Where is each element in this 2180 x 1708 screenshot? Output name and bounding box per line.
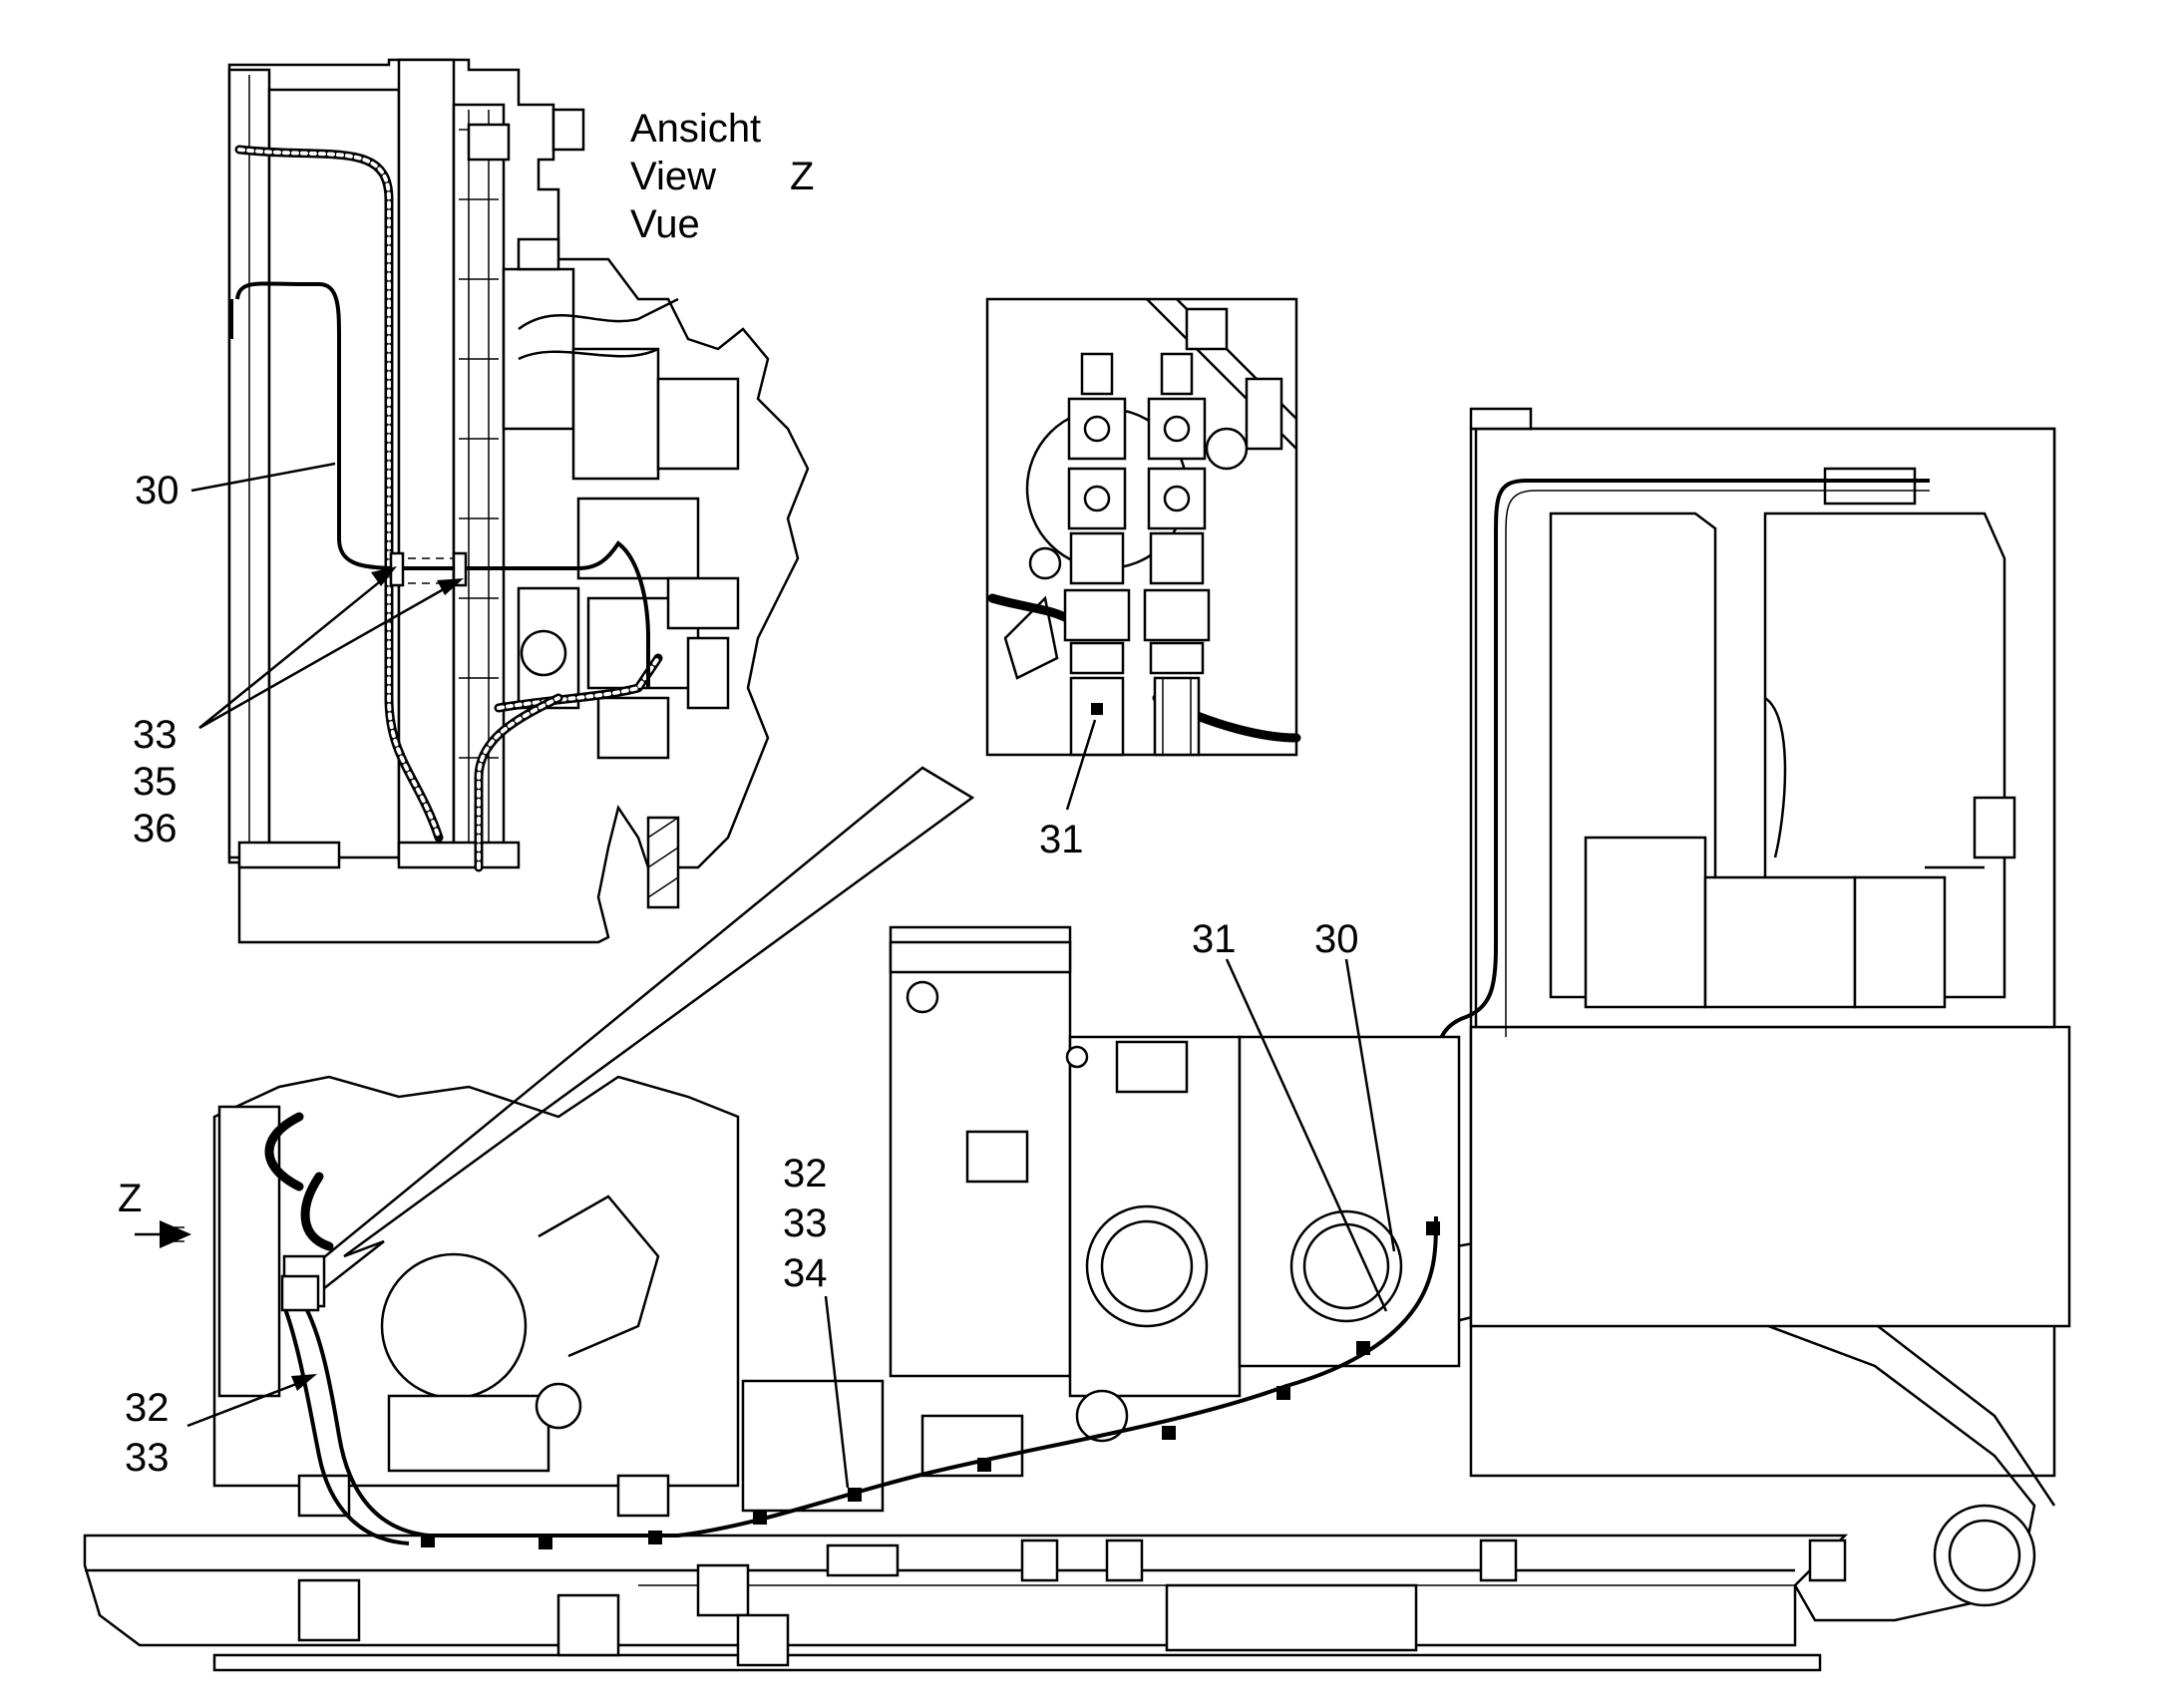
callout-31-main: 31: [1192, 917, 1237, 961]
caption-vue: Vue: [630, 202, 700, 246]
caption-view: View: [630, 155, 716, 198]
caption-view-letter: Z: [790, 155, 814, 198]
detail-fitting-31: 31: [985, 297, 1301, 861]
callout-36-inset: 36: [133, 807, 178, 851]
callout-30-main: 30: [1314, 917, 1359, 961]
callout-31-detail: 31: [1039, 818, 1084, 861]
callout-35-inset: 35: [133, 760, 178, 804]
callout-z-direction: Z: [118, 1177, 142, 1220]
radiator-fins: [459, 129, 499, 759]
inset-callouts: 30 33 35 36: [133, 462, 464, 851]
callout-33-engine: 33: [125, 1436, 170, 1480]
view-caption: Ansicht View Vue Z: [630, 107, 814, 246]
callout-32-frame: 32: [783, 1152, 828, 1196]
main-machine-side-view: [83, 407, 2071, 1672]
hose-30-inset-path: [235, 281, 650, 688]
callout-33-frame: 33: [783, 1201, 828, 1245]
caption-ansicht: Ansicht: [630, 107, 761, 151]
callout-34-frame: 34: [783, 1251, 828, 1295]
main-callouts: 31 30 32 33 34 32 33 Z: [118, 917, 1396, 1489]
hose-clamps: [421, 1221, 1440, 1549]
callout-33-inset: 33: [133, 713, 178, 757]
callout-32-engine: 32: [125, 1386, 170, 1430]
callout-30-inset: 30: [135, 469, 180, 512]
view-direction-arrow-icon: [135, 1220, 191, 1248]
hose-30-main-path: [297, 1215, 1438, 1537]
inset-view-z: [227, 58, 810, 944]
